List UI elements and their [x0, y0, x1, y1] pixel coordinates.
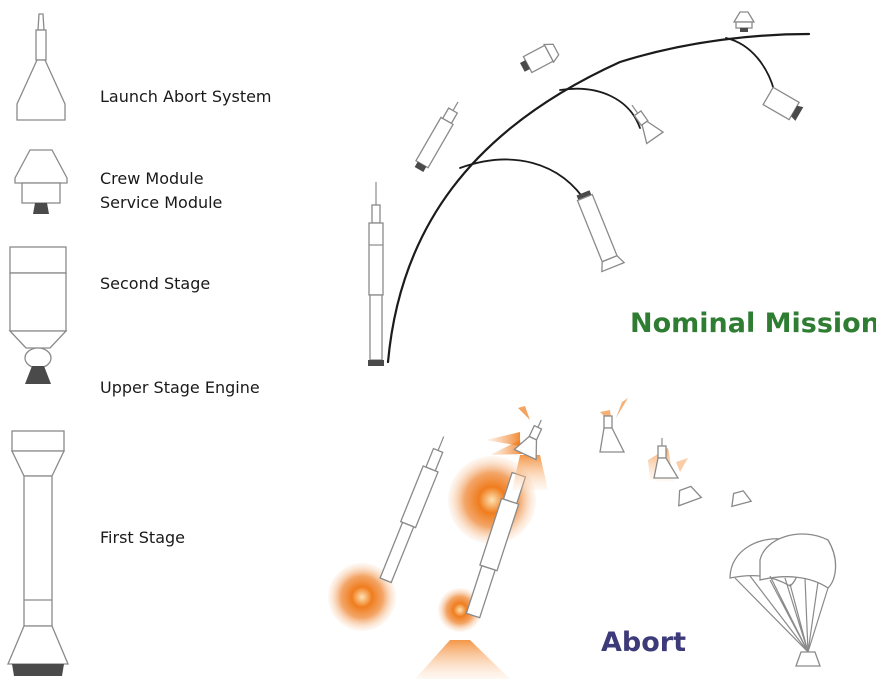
upper-stage-engine-label: Upper Stage Engine — [100, 377, 260, 399]
capsule-tumbling-1 — [674, 484, 701, 505]
first-stage-label: First Stage — [100, 527, 185, 549]
second-stage-label: Second Stage — [100, 273, 210, 295]
abort-vehicle-left — [378, 434, 451, 584]
orion-in-orbit — [734, 12, 754, 32]
abort-sequence — [328, 398, 836, 679]
abort-las-capsule-2 — [600, 398, 628, 452]
vehicle-stack — [8, 14, 68, 676]
abort-las-capsule-3 — [648, 438, 688, 482]
parachutes — [730, 534, 836, 666]
ascending-vehicle-stage1 — [413, 98, 464, 173]
launch-abort-system-label: Launch Abort System — [100, 86, 272, 108]
launch-abort-tower-jettison — [624, 99, 663, 143]
launch-vehicle-on-pad — [368, 182, 384, 366]
launch-abort-system-drawing — [17, 14, 65, 120]
first-stage-drawing — [8, 431, 68, 676]
crew-service-module-drawing — [15, 150, 67, 214]
abort-exhaust-plume — [415, 640, 510, 679]
upper-stage-engine-drawing — [25, 348, 51, 384]
nominal-mission-title: Nominal Mission — [630, 308, 876, 339]
abort-title: Abort — [601, 627, 686, 658]
second-stage-separated — [763, 87, 804, 122]
second-stage-drawing — [10, 247, 66, 348]
crew-module-label: Crew Module — [100, 168, 204, 190]
service-module-label: Service Module — [100, 192, 222, 214]
first-stage-separated — [572, 188, 624, 271]
ascending-vehicle-stage2 — [518, 41, 561, 76]
capsule-tumbling-2 — [729, 490, 751, 507]
